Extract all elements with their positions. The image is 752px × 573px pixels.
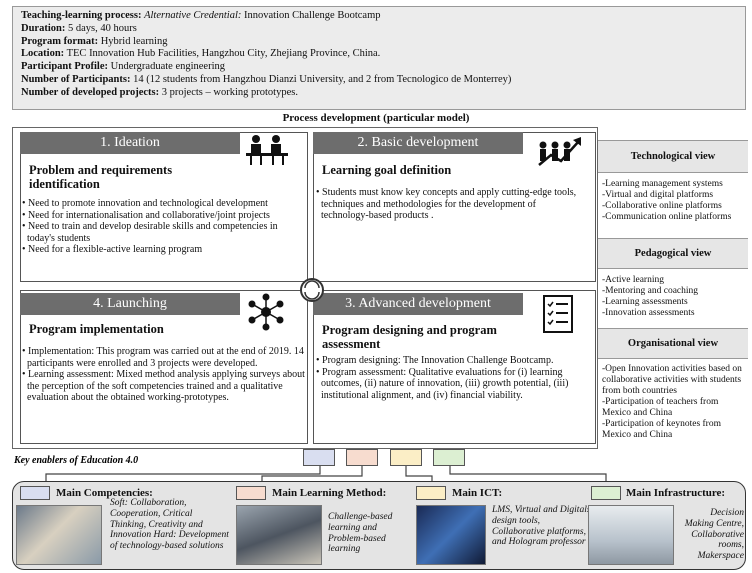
launching-header: 4. Launching: [20, 293, 240, 315]
list-item: Need to train and develop desirable skil…: [22, 221, 306, 244]
list-item: Need for internationalisation and collab…: [22, 210, 306, 222]
ict-square: [416, 486, 446, 500]
learning-method-text: Challenge-based learning and Problem-bas…: [328, 512, 393, 555]
list-item: -Innovation assessments: [602, 308, 695, 318]
basic-development-subtitle: Learning goal definition: [322, 163, 452, 177]
launching-list: Implementation: This program was carried…: [22, 346, 306, 404]
list-item: Need for a flexible-active learning prog…: [22, 244, 306, 256]
format-label: Program format:: [21, 35, 99, 47]
basic-development-header: 2. Basic development: [313, 132, 523, 154]
learning-method-photo: [236, 505, 322, 565]
duration-label: Duration:: [21, 22, 66, 34]
process-frame: [12, 127, 598, 449]
process-value: Innovation Challenge Bootcamp: [244, 10, 381, 21]
pedagogical-view-header: Pedagogical view: [598, 238, 748, 269]
list-item: Students must know key concepts and appl…: [316, 187, 586, 222]
learning-method-title: Main Learning Method:: [272, 487, 387, 499]
learning-method-square: [236, 486, 266, 500]
list-item: -Mentoring and coaching: [602, 286, 699, 296]
process-italic: Alternative Credential:: [144, 10, 242, 21]
list-item: -Learning management systems: [602, 179, 723, 189]
network-icon: [246, 292, 286, 337]
list-item: -Participation of keynotes from Mexico a…: [602, 419, 721, 440]
ideation-list: Need to promote innovation and technolog…: [22, 198, 306, 256]
infrastructure-square: [591, 486, 621, 500]
ict-text: LMS, Virtual and Digitals design tools, …: [492, 505, 591, 548]
organisational-view-header: Organisational view: [598, 328, 748, 359]
checklist-icon: [542, 294, 574, 339]
list-item: -Collaborative online platforms: [602, 201, 722, 211]
advanced-development-subtitle: Program designing and program assessment: [322, 323, 497, 351]
location-label: Location:: [21, 48, 65, 60]
list-item: Implementation: This program was carried…: [22, 346, 306, 369]
enabler-square-green: [433, 449, 465, 466]
technological-view-header: Technological view: [598, 140, 748, 173]
list-item: -Virtual and digital platforms: [602, 190, 714, 200]
ict-title: Main ICT:: [452, 487, 503, 499]
infrastructure-title: Main Infrastructure:: [626, 487, 726, 499]
enabler-square-salmon: [346, 449, 378, 466]
competencies-photo: [16, 505, 102, 565]
list-item: -Participation of teachers from Mexico a…: [602, 397, 719, 418]
list-item: -Learning assessments: [602, 297, 688, 307]
key-enablers-title: Key enablers of Education 4.0: [14, 455, 139, 466]
program-info-box: Teaching-learning process: Alternative C…: [12, 6, 746, 110]
competencies-square: [20, 486, 50, 500]
infrastructure-text: Decision Making Centre, Collaborative ro…: [684, 508, 744, 562]
meeting-icon: [244, 133, 290, 172]
technological-view: Technological view -Learning management …: [598, 140, 748, 226]
process-label: Teaching-learning process:: [21, 10, 142, 21]
list-item: -Active learning: [602, 275, 664, 285]
competencies-text: Soft: Collaboration, Cooperation, Critic…: [110, 498, 229, 552]
process-title: Process development (particular model): [282, 112, 470, 124]
location-value: TEC Innovation Hub Facilities, Hangzhou …: [66, 48, 381, 60]
profile-value: Undergraduate engineering: [110, 61, 226, 73]
enabler-square-yellow: [390, 449, 422, 466]
list-item: Program designing: The Innovation Challe…: [316, 355, 591, 367]
infrastructure-photo: [588, 505, 674, 565]
projects-value: 3 projects – working prototypes.: [161, 86, 298, 98]
competencies-title: Main Competencies:: [56, 487, 153, 499]
list-item: -Open Innovation activities based on col…: [602, 364, 742, 396]
advanced-development-list: Program designing: The Innovation Challe…: [316, 355, 591, 401]
list-item: -Communication online platforms: [602, 212, 732, 222]
pedagogical-view: Pedagogical view -Active learning -Mento…: [598, 238, 748, 322]
projects-label: Number of developed projects:: [21, 86, 160, 98]
ict-photo: [416, 505, 486, 565]
list-item: Program assessment: Qualitative evaluati…: [316, 367, 591, 402]
launching-subtitle: Program implementation: [29, 322, 164, 336]
advanced-development-header: 3. Advanced development: [313, 293, 523, 315]
basic-development-list: Students must know key concepts and appl…: [316, 187, 586, 222]
ideation-subtitle: Problem and requirements identification: [29, 163, 173, 191]
participants-value: 14 (12 students from Hangzhou Dianzi Uni…: [133, 73, 512, 85]
format-value: Hybrid learning: [100, 35, 168, 47]
profile-label: Participant Profile:: [21, 61, 108, 73]
cycle-icon: [298, 276, 326, 309]
organisational-view: Organisational view -Open Innovation act…: [598, 328, 748, 444]
growth-team-icon: [535, 133, 585, 174]
list-item: Learning assessment: Mixed method analys…: [22, 369, 306, 404]
enabler-square-blue: [303, 449, 335, 466]
duration-value: 5 days, 40 hours: [67, 22, 137, 34]
list-item: Need to promote innovation and technolog…: [22, 198, 306, 210]
participants-label: Number of Participants:: [21, 73, 131, 85]
ideation-header: 1. Ideation: [20, 132, 240, 154]
